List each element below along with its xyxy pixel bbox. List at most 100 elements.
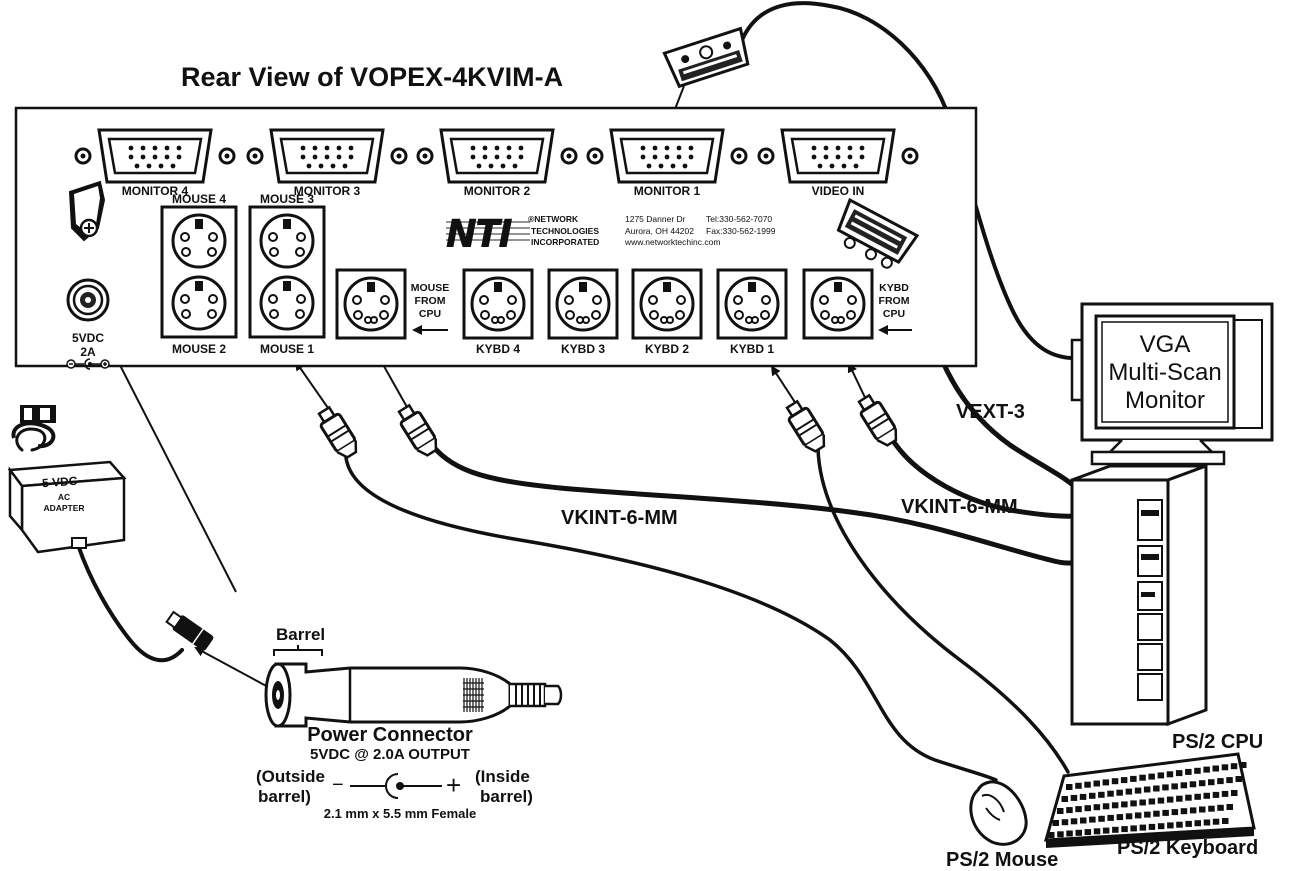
keyboard-key: [1066, 784, 1073, 790]
keyboard-key: [1075, 806, 1082, 813]
kybd-from-cpu-line1: KYBD: [879, 282, 909, 294]
keyboard-key: [1203, 819, 1211, 826]
keyboard-key: [1217, 804, 1224, 811]
mouse-label: PS/2 Mouse: [946, 849, 1058, 871]
power-connector-title: Power Connector: [307, 724, 473, 746]
keyboard-key: [1102, 827, 1110, 834]
keyboard-key: [1194, 767, 1201, 774]
vga-ports: MONITOR 4 MONITOR 3 MONITOR 2 MONITOR 1 …: [74, 128, 919, 198]
cables: [15, 1, 1084, 782]
keyboard-key: [1121, 826, 1128, 833]
keyboard-key: [1125, 813, 1133, 820]
keyboard-key: [1217, 778, 1224, 785]
keyboard-key: [1157, 823, 1165, 830]
keyboard-key: [1171, 783, 1178, 790]
connector-size: 2.1 mm x 5.5 mm Female: [324, 806, 476, 821]
logo-address-2: Aurora, OH 44202: [625, 226, 694, 236]
keyboard-key: [1139, 774, 1146, 781]
monitor-line-2: Multi-Scan: [1108, 359, 1221, 386]
adapter-barrel-plug-icon: [165, 610, 214, 651]
power-connector-subtitle: 5VDC @ 2.0A OUTPUT: [310, 746, 470, 763]
outside-barrel-line2: barrel): [258, 787, 311, 806]
logo-web: www.networktechinc.com: [624, 237, 720, 247]
keyboard-key: [1221, 764, 1229, 771]
keyboard-key: [1235, 776, 1242, 782]
keyboard-key: [1157, 772, 1165, 779]
logo-company-2: TECHNOLOGIES: [531, 226, 599, 236]
keyboard-key: [1208, 805, 1215, 812]
keyboard-key: [1061, 796, 1068, 802]
keyboard-key: [1111, 778, 1119, 785]
power-connector-detail: [264, 645, 563, 728]
wall-plug-icon: [11, 405, 56, 449]
keyboard-key: [1116, 814, 1124, 821]
keyboard-key: [1199, 806, 1206, 813]
keyboard-key: [1116, 789, 1123, 796]
monitor-line-1: VGA: [1140, 331, 1191, 358]
arrow-to-power-jack: [101, 328, 237, 593]
keyboard-key: [1089, 816, 1096, 823]
keyboard-key: [1189, 807, 1197, 814]
keyboard-key: [1070, 818, 1078, 825]
ground-screw-icon: [68, 180, 106, 242]
power-jack-current: 2A: [80, 345, 96, 359]
keyboard-key: [1089, 792, 1096, 799]
keyboard-key: [1130, 825, 1137, 832]
keyboard-key: [1148, 773, 1155, 780]
keyboard-key: [1194, 793, 1201, 800]
keyboard-key: [1066, 830, 1073, 837]
keyboard-key: [1162, 809, 1169, 816]
vkint-left-cable: [425, 437, 1083, 566]
kybd-label-2: KYBD 2: [645, 342, 689, 356]
inside-barrel-line1: (Inside: [475, 767, 530, 786]
diagram-title: Rear View of VOPEX-4KVIM-A: [181, 62, 563, 92]
keyboard-key: [1098, 815, 1105, 822]
kybd-label-4: KYBD 4: [476, 342, 520, 356]
vkint-right-cable: [883, 425, 1083, 519]
kybd-from-cpu-port: [802, 268, 874, 340]
keyboard-keys: [1048, 762, 1247, 838]
keyboard-key: [1166, 796, 1174, 803]
keyboard-key: [1230, 763, 1238, 770]
keyboard-key: [1185, 794, 1192, 801]
keyboard-key: [1098, 791, 1105, 798]
keyboard-key: [1226, 777, 1233, 784]
keyboard-key: [1093, 804, 1101, 811]
vga-label-monitor3: MONITOR 3: [294, 184, 361, 198]
keyboard-key: [1240, 762, 1247, 768]
keyboard-key: [1084, 781, 1091, 788]
keyboard-key: [1157, 797, 1165, 804]
mouse-from-cpu-line3: CPU: [419, 308, 441, 320]
ps2-cpu-tower: [1070, 463, 1208, 727]
keyboard-key: [1052, 820, 1059, 826]
keyboard-key: [1134, 787, 1142, 794]
inside-barrel-line2: barrel): [480, 787, 533, 806]
logo-phone: Tel:330-562-7070: [706, 214, 772, 224]
keyboard-key: [1093, 828, 1101, 835]
kybd-label-1: KYBD 1: [730, 342, 774, 356]
keyboard-key: [1148, 798, 1156, 805]
logo-company-1: ®NETWORK: [528, 214, 579, 224]
mouse-from-cpu-port: [335, 268, 407, 340]
ps2-plug-mouse: [313, 403, 363, 462]
keyboard-key: [1084, 829, 1092, 836]
keyboard-key: [1084, 805, 1091, 812]
keyboard-key: [1226, 804, 1233, 810]
keyboard-key: [1139, 824, 1147, 831]
keyboard-key: [1134, 812, 1142, 819]
logo-fax: Fax:330-562-1999: [706, 226, 776, 236]
vkint-left-label: VKINT-6-MM: [561, 507, 678, 529]
vkint-right-label: VKINT-6-MM: [901, 496, 1018, 518]
keyboard-key: [1222, 818, 1229, 824]
keyboard-key: [1048, 832, 1055, 838]
keyboard-key: [1203, 792, 1210, 799]
keyboard-key: [1203, 766, 1210, 773]
keyboard-key: [1194, 820, 1201, 827]
kybd-label-3: KYBD 3: [561, 342, 605, 356]
keyboard-key: [1189, 781, 1197, 788]
ps2-mouse: [969, 780, 1028, 846]
keyboard-key: [1166, 771, 1174, 778]
ps2-plug-kybd-from-cpu: [853, 391, 903, 450]
vga-label-monitor4: MONITOR 4: [122, 184, 189, 198]
